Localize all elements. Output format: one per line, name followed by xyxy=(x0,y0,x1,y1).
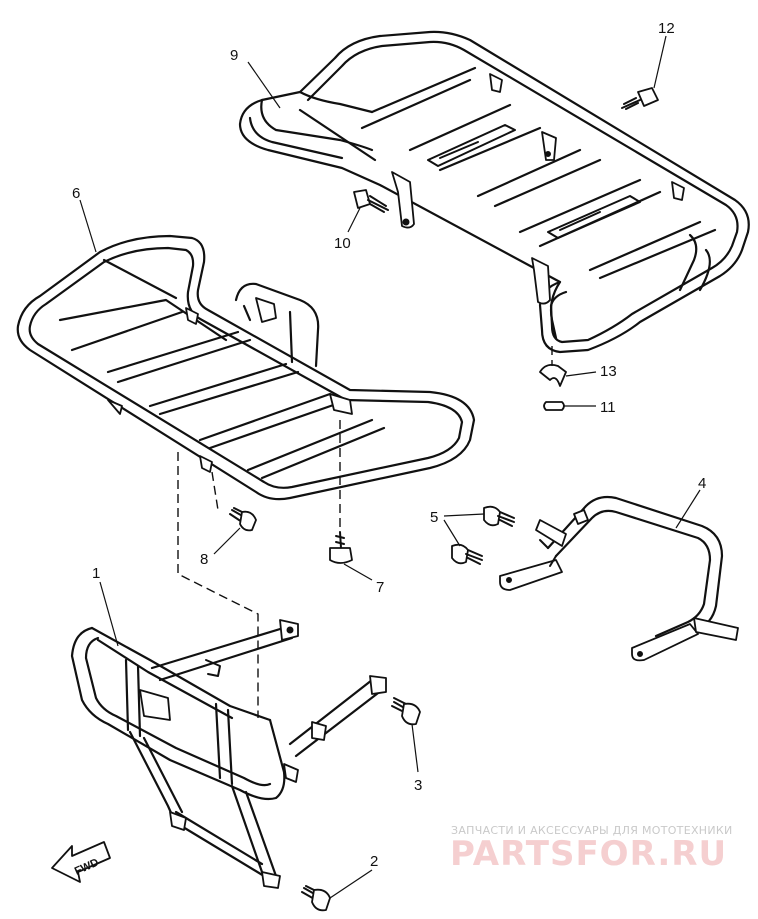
callout-11: 11 xyxy=(600,399,616,416)
rear-carrier-9 xyxy=(238,30,750,354)
bolt-8 xyxy=(229,507,257,532)
grab-bar-4 xyxy=(499,495,739,662)
callout-9: 9 xyxy=(230,47,238,64)
watermark-logo: PARTSFOR.RU xyxy=(450,834,728,874)
callout-3: 3 xyxy=(414,777,422,794)
callout-6: 6 xyxy=(72,185,80,202)
front-guard-1 xyxy=(70,619,387,889)
callout-12: 12 xyxy=(658,20,675,37)
callout-1: 1 xyxy=(92,565,100,582)
bolt-2 xyxy=(301,885,331,912)
callout-13: 13 xyxy=(600,363,617,380)
fwd-arrow: FWD xyxy=(51,841,111,883)
callout-4: 4 xyxy=(698,475,706,492)
leader-12 xyxy=(653,35,667,89)
bolt-12 xyxy=(621,87,659,110)
bolt-10 xyxy=(353,189,389,213)
callout-2: 2 xyxy=(370,853,378,870)
leader-5 xyxy=(443,513,485,547)
bolt-5b xyxy=(451,543,483,565)
leader-6 xyxy=(79,199,97,253)
leader-4 xyxy=(675,489,701,529)
leader-9 xyxy=(247,61,281,109)
callout-5: 5 xyxy=(430,509,438,526)
pin-11 xyxy=(543,401,565,411)
front-carrier-6 xyxy=(16,234,476,501)
leader-1 xyxy=(99,581,119,647)
leader-2 xyxy=(329,869,373,899)
watermark-caption: ЗАПЧАСТИ И АКСЕССУАРЫ ДЛЯ МОТОТЕХНИКИ xyxy=(451,824,733,837)
leader-7 xyxy=(343,563,373,581)
bolt-3 xyxy=(391,697,421,726)
callout-10: 10 xyxy=(334,235,351,252)
bolt-5a xyxy=(483,505,515,527)
leader-3 xyxy=(411,723,419,773)
callout-7: 7 xyxy=(376,579,384,596)
callout-8: 8 xyxy=(200,551,208,568)
leader-10 xyxy=(347,207,361,233)
assembly-line-6-to-1 xyxy=(177,452,259,718)
leader-8 xyxy=(213,527,241,555)
bolt-7 xyxy=(329,531,353,564)
assembly-line-8 xyxy=(211,471,219,511)
clip-13 xyxy=(539,363,567,387)
leader-13 xyxy=(565,371,597,377)
